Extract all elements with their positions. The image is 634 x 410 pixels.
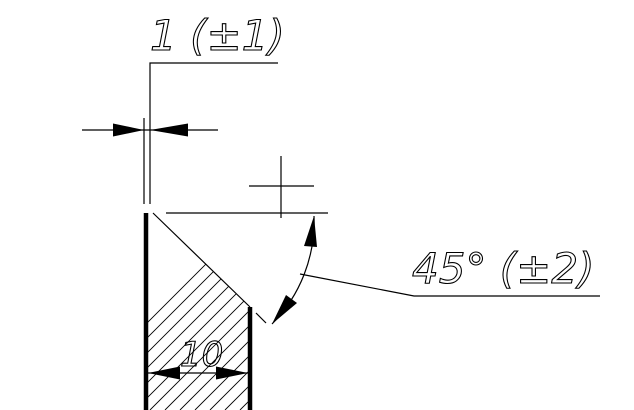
- gap-arrow-right: [150, 123, 188, 137]
- gap-arrow-left: [113, 123, 144, 137]
- thickness-arrow-left: [148, 366, 180, 380]
- thickness-arrow-right: [216, 366, 248, 380]
- angle-arrow-bottom: [272, 295, 297, 324]
- section-hatching: [146, 213, 250, 410]
- gap-leader-line: [149, 62, 278, 118]
- gap-dimension-label: 1 (±1): [150, 11, 285, 60]
- angle-dimension-label: 45° (±2): [412, 244, 594, 293]
- angle-dimension-arc: [271, 215, 315, 325]
- angle-leader-line: [299, 273, 600, 297]
- bevel-edge: [152, 212, 251, 308]
- angle-extension-line: [255, 312, 267, 324]
- thickness-dimension-label: 10: [180, 335, 223, 375]
- angle-arrow-top: [304, 216, 317, 247]
